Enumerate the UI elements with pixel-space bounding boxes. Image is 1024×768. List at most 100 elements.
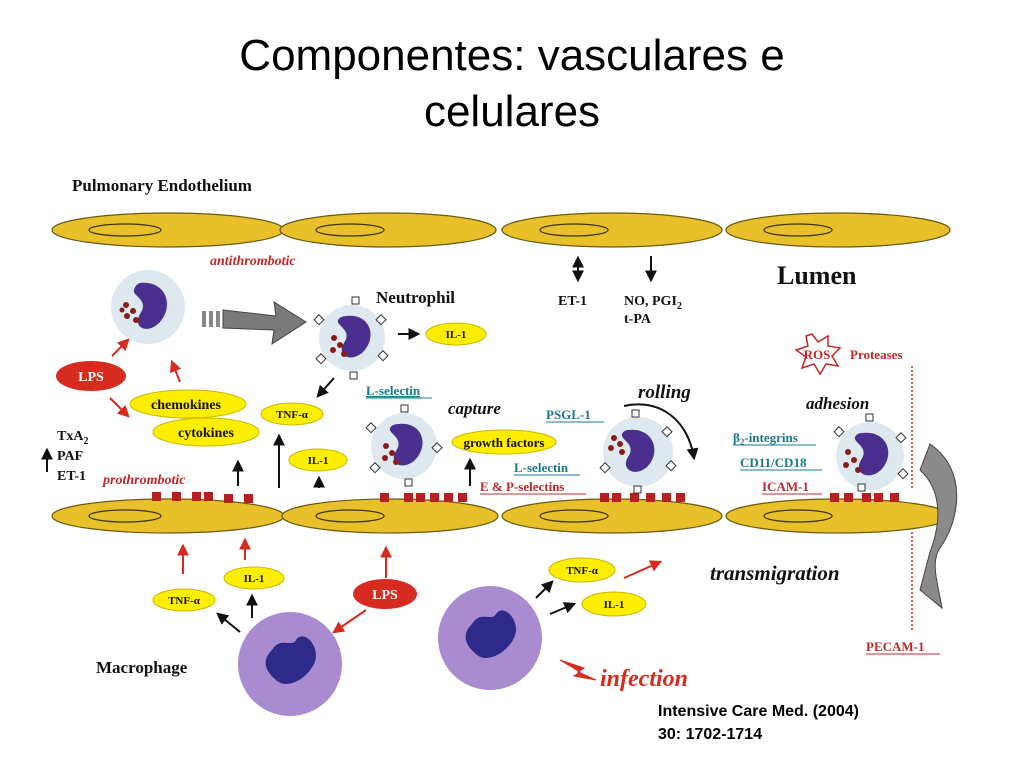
surface-receptor	[377, 350, 389, 362]
granule	[330, 347, 336, 353]
receptor-marker	[416, 493, 425, 502]
capture-label: capture	[448, 399, 501, 418]
red-arrow	[109, 397, 130, 418]
rolling-label: rolling	[638, 382, 691, 403]
black-arrow	[535, 580, 554, 599]
il1-bottom-label: IL-1	[244, 573, 265, 585]
receptor-marker	[244, 494, 253, 503]
receptor-marker	[404, 493, 413, 502]
receptor-marker	[192, 492, 201, 501]
ros-label: ROS	[804, 347, 831, 362]
l-selectin-top-label: L-selectin	[366, 383, 421, 398]
receptor-marker	[444, 493, 453, 502]
endothelial-nucleus	[88, 223, 162, 237]
lumen-label: Lumen	[777, 261, 857, 290]
red-arrow	[111, 338, 130, 357]
surface-receptor	[315, 353, 327, 365]
granule	[133, 317, 139, 323]
surface-receptor	[313, 314, 325, 326]
surface-receptor	[400, 404, 409, 413]
granule	[124, 313, 130, 319]
neutrophil-nucleus	[854, 432, 889, 476]
no-pgi-label: NO, PGI2	[624, 294, 682, 312]
l-selectin-bottom-label: L-selectin	[514, 460, 569, 475]
arrow-body	[222, 301, 307, 346]
endothelial-nucleus	[539, 509, 609, 523]
activated-neutrophil	[313, 296, 389, 380]
lps-top-label: LPS	[78, 370, 104, 385]
surface-receptor	[897, 468, 909, 480]
adhering-neutrophil	[833, 413, 909, 492]
endothelial-cell	[281, 498, 499, 534]
receptor-marker	[172, 492, 181, 501]
surface-receptor	[404, 478, 413, 487]
granule	[383, 443, 389, 449]
receptor-marker	[430, 493, 439, 502]
tnf-mid-pill	[260, 402, 324, 426]
diagram-heading: Pulmonary Endothelium	[72, 176, 252, 195]
granule	[130, 308, 136, 314]
il1-mid-pill	[288, 448, 348, 472]
tpa-label: t-PA	[624, 312, 652, 327]
cytokines-pill	[152, 417, 260, 447]
receptor-marker	[662, 493, 671, 502]
tnf-bottom-label: TNF-α	[168, 595, 201, 607]
neutrophil-nucleus	[621, 429, 655, 472]
growth-factors-pill	[451, 429, 557, 455]
granule	[123, 302, 129, 308]
slide-title-line-1: Componentes: vasculares e	[239, 31, 785, 80]
receptor-marker	[600, 493, 609, 502]
receptor-marker	[844, 493, 853, 502]
surface-receptor	[633, 485, 642, 494]
endothelial-cell	[501, 498, 723, 534]
top-endothelium-layer	[51, 212, 951, 248]
granule	[617, 441, 623, 447]
il1-bottom-pill	[223, 566, 285, 590]
et1-top-label: ET-1	[558, 294, 587, 309]
endothelial-nucleus	[88, 509, 162, 523]
granule	[855, 467, 861, 473]
endothelial-nucleus	[539, 223, 609, 237]
endothelial-cell	[279, 212, 497, 248]
receptor-marker	[862, 493, 871, 502]
surface-receptor	[369, 462, 381, 474]
receptor-marker	[204, 492, 213, 501]
transmigration-arrow	[919, 443, 958, 610]
arrow-stripe	[216, 311, 220, 327]
adhesion-label: adhesion	[806, 394, 869, 413]
citation-line-2: 30: 1702-1714	[658, 726, 763, 743]
tnf-bottom-pill	[152, 588, 216, 612]
antithrombotic-label: antithrombotic	[210, 254, 296, 269]
e-p-selectins-label: E & P-selectins	[480, 479, 564, 494]
receptor-marker	[612, 493, 621, 502]
receptor-marker	[646, 493, 655, 502]
endothelial-cell	[725, 498, 951, 534]
receptor-marker	[676, 493, 685, 502]
receptor-marker	[874, 493, 883, 502]
granule	[331, 335, 337, 341]
granule	[851, 457, 857, 463]
endothelial-cell	[501, 212, 723, 248]
receptor-marker	[830, 493, 839, 502]
arrow-stripe	[209, 311, 213, 327]
surface-receptor	[857, 483, 866, 492]
neutrophil-nucleus	[337, 315, 371, 358]
surface-receptor	[631, 409, 640, 418]
endothelial-nucleus	[315, 509, 385, 523]
red-arrow	[169, 359, 182, 383]
endothelial-cell	[51, 212, 285, 248]
granule	[382, 455, 388, 461]
red-arrow	[623, 560, 663, 579]
surface-receptor	[365, 422, 377, 434]
tnf-mid-label: TNF-α	[276, 409, 309, 421]
arrow-to-tnf	[316, 377, 335, 398]
slide-title: Componentes: vasculares e celulares	[0, 28, 1024, 140]
infection-label: infection	[600, 666, 688, 692]
receptor-markers	[152, 492, 899, 503]
txa2-label: TxA2	[57, 429, 88, 447]
surface-receptor	[895, 432, 907, 444]
surface-receptor	[351, 296, 360, 305]
citation-line-1: Intensive Care Med. (2004)	[658, 703, 859, 720]
et1-left-label: ET-1	[57, 469, 86, 484]
tnf-right-pill	[548, 557, 616, 583]
